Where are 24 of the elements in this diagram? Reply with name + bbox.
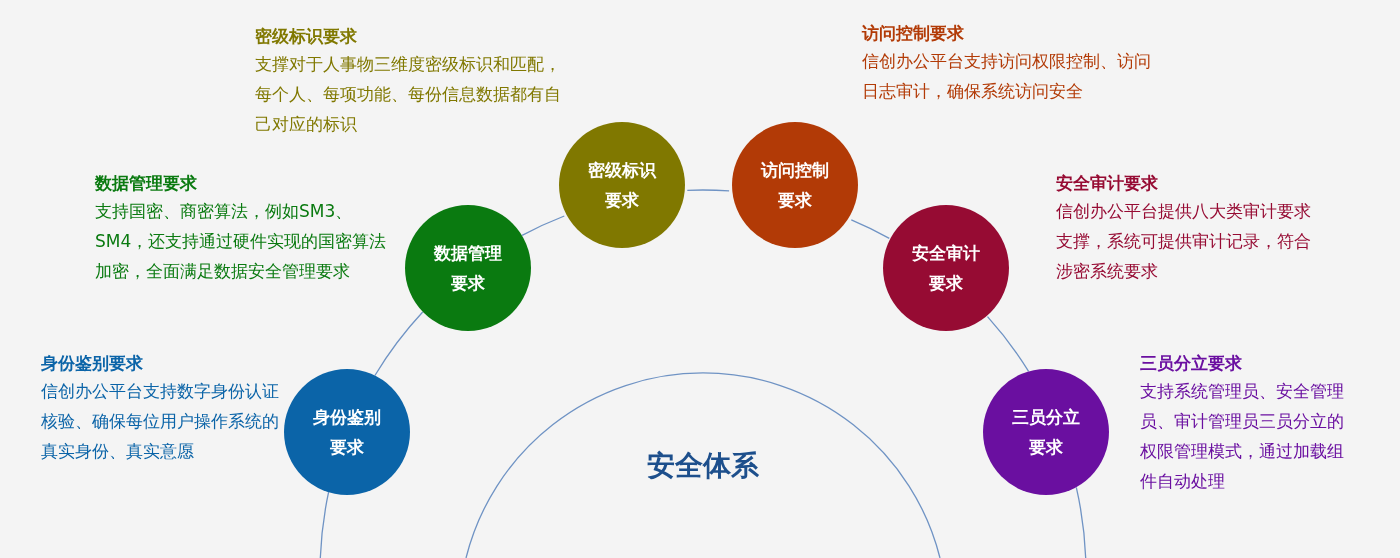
description: 支持国密、商密算法，例如SM3、SM4，还支持通过硬件实现的国密算法加密，全面满足数据安全管理要求 bbox=[95, 200, 388, 283]
heading: 安全审计要求 bbox=[1056, 172, 1158, 194]
requirement-circle: 数据管理要求 bbox=[405, 205, 531, 331]
description: 信创办公平台支持数字身份认证核验、确保每位用户操作系统的真实身份、真实意愿 bbox=[41, 380, 280, 463]
requirement-circle: 身份鉴别要求 bbox=[284, 369, 410, 495]
semicircle-node: 安全体系 bbox=[459, 372, 947, 558]
heading: 三员分立要求 bbox=[1140, 352, 1242, 374]
arc-connector bbox=[374, 311, 424, 377]
heading: 身份鉴别要求 bbox=[41, 352, 143, 374]
heading: 数据管理要求 bbox=[95, 172, 197, 194]
requirement-circle: 三员分立要求 bbox=[983, 369, 1109, 495]
requirement-circle: 密级标识要求 bbox=[559, 122, 685, 248]
description: 支撑对于人事物三维度密级标识和匹配，每个人、每项功能、每份信息数据都有自己对应的标识 bbox=[255, 53, 562, 136]
description: 信创办公平台提供八大类审计要求支撑，系统可提供审计记录，符合涉密系统要求 bbox=[1056, 200, 1311, 283]
requirement-circle: 安全审计要求 bbox=[883, 205, 1009, 331]
heading: 访问控制要求 bbox=[862, 22, 964, 44]
requirement-circle: 访问控制要求 bbox=[732, 122, 858, 248]
arc-connector bbox=[521, 215, 565, 237]
heading: 密级标识要求 bbox=[255, 25, 357, 47]
arc-connector bbox=[850, 219, 890, 240]
arc-connector bbox=[986, 315, 1030, 372]
description: 信创办公平台支持访问权限控制、访问日志审计，确保系统访问安全 bbox=[862, 50, 1152, 103]
arc-connector bbox=[686, 189, 730, 192]
description: 支持系统管理员、安全管理员、审计管理员三员分立的权限管理模式，通过加载组件自动处理 bbox=[1140, 380, 1345, 493]
